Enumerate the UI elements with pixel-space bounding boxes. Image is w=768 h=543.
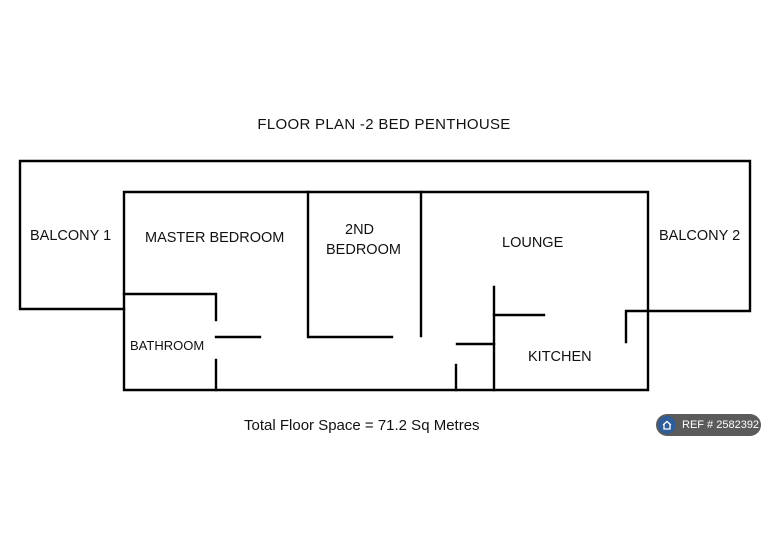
house-logo-icon xyxy=(658,416,676,434)
second-bedroom-label-line1: 2ND xyxy=(345,222,374,238)
total-floor-space: Total Floor Space = 71.2 Sq Metres xyxy=(244,417,480,434)
balcony-2-label: BALCONY 2 xyxy=(659,228,740,244)
plan-title: FLOOR PLAN -2 BED PENTHOUSE xyxy=(257,116,511,133)
apartment-top-wall xyxy=(122,190,650,392)
balcony-1-label: BALCONY 1 xyxy=(30,228,111,244)
kitchen-label: KITCHEN xyxy=(528,349,592,365)
reference-number: REF # 2582392 xyxy=(682,419,760,431)
reference-badge: REF # 2582392 xyxy=(656,414,761,436)
bathroom-label: BATHROOM xyxy=(130,338,204,353)
second-bedroom-wall xyxy=(306,190,394,339)
bathroom-wall xyxy=(122,292,218,322)
lounge-label: LOUNGE xyxy=(502,235,564,251)
second-bedroom-label-line2: BEDROOM xyxy=(326,242,401,258)
outer-wall xyxy=(18,159,752,344)
master-bedroom-label: MASTER BEDROOM xyxy=(145,230,284,246)
